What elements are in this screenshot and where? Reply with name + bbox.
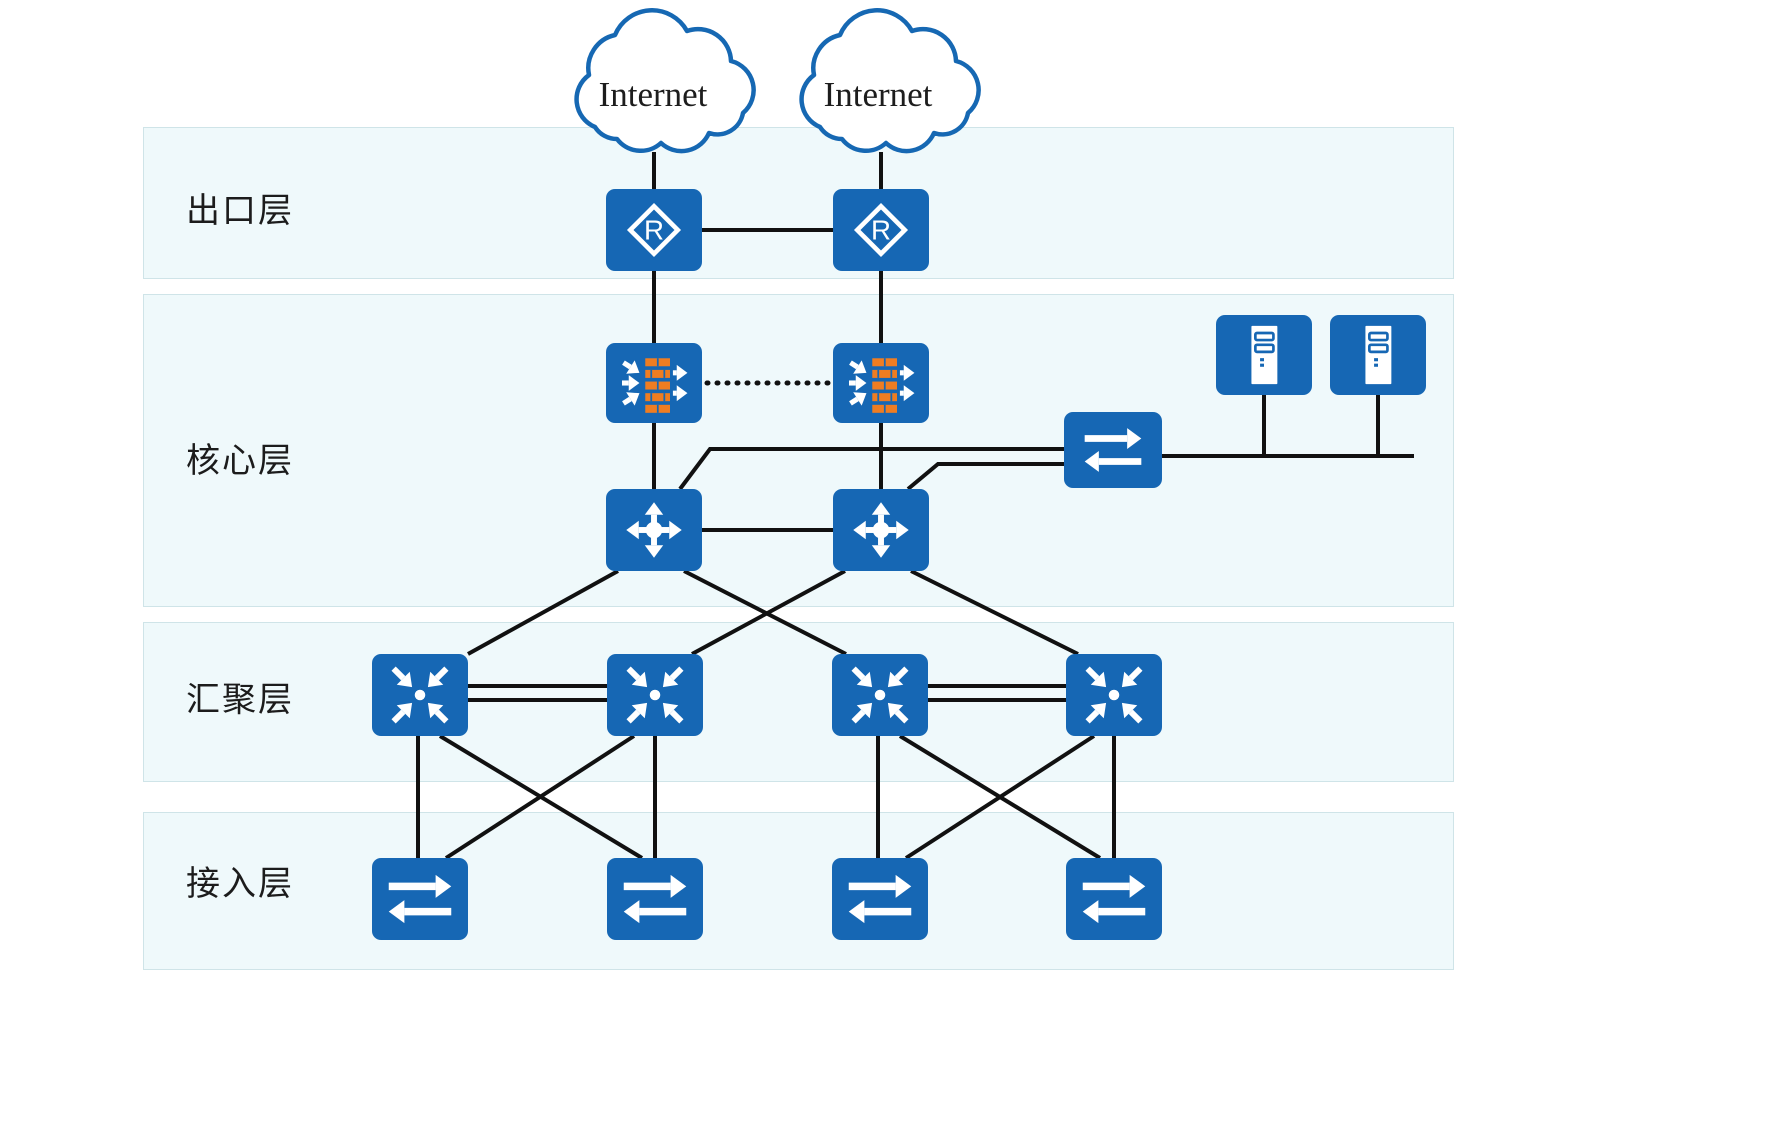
cloud-label: Internet: [823, 75, 933, 114]
layer-label-core: 核心层: [186, 441, 294, 481]
svg-text:R: R: [644, 215, 664, 246]
layer-label-access: 接入层: [186, 864, 294, 904]
aggregation-switch-icon: [840, 662, 920, 728]
server-2[interactable]: [1330, 315, 1426, 395]
access-switch-2[interactable]: [607, 858, 703, 940]
access-switch-1[interactable]: [372, 858, 468, 940]
core-switch-2[interactable]: [833, 489, 929, 571]
layer2-switch-icon: [381, 867, 459, 931]
aggregation-switch-icon: [380, 662, 460, 728]
egress-router-1[interactable]: R: [606, 189, 702, 271]
server-access-switch[interactable]: [1064, 412, 1162, 488]
layer2-switch-icon: [1073, 421, 1153, 479]
egress-router-2[interactable]: R: [833, 189, 929, 271]
access-switch-4[interactable]: [1066, 858, 1162, 940]
server-icon: [1223, 322, 1305, 388]
firewall-icon: [841, 351, 921, 415]
cloud-label: Internet: [598, 75, 708, 114]
layer-band-access: [143, 812, 1454, 970]
aggregation-switch-2[interactable]: [607, 654, 703, 736]
router-icon: R: [614, 197, 694, 263]
svg-text:R: R: [871, 215, 891, 246]
cloud-icon: [574, 8, 756, 154]
aggregation-switch-icon: [1074, 662, 1154, 728]
access-switch-3[interactable]: [832, 858, 928, 940]
server-1[interactable]: [1216, 315, 1312, 395]
core-firewall-2[interactable]: [833, 343, 929, 423]
layer-label-egress: 出口层: [186, 191, 294, 231]
aggregation-switch-3[interactable]: [832, 654, 928, 736]
layer-band-egress: [143, 127, 1454, 279]
aggregation-switch-4[interactable]: [1066, 654, 1162, 736]
core-firewall-1[interactable]: [606, 343, 702, 423]
layer2-switch-icon: [1075, 867, 1153, 931]
aggregation-switch-icon: [615, 662, 695, 728]
router-icon: R: [841, 197, 921, 263]
layer2-switch-icon: [616, 867, 694, 931]
cloud-icon: [799, 8, 981, 154]
aggregation-switch-1[interactable]: [372, 654, 468, 736]
layer-label-aggregation: 汇聚层: [186, 680, 294, 720]
server-icon: [1337, 322, 1419, 388]
core-switch-1[interactable]: [606, 489, 702, 571]
layer3-switch-icon: [841, 497, 921, 563]
firewall-icon: [614, 351, 694, 415]
layer3-switch-icon: [614, 497, 694, 563]
layer2-switch-icon: [841, 867, 919, 931]
